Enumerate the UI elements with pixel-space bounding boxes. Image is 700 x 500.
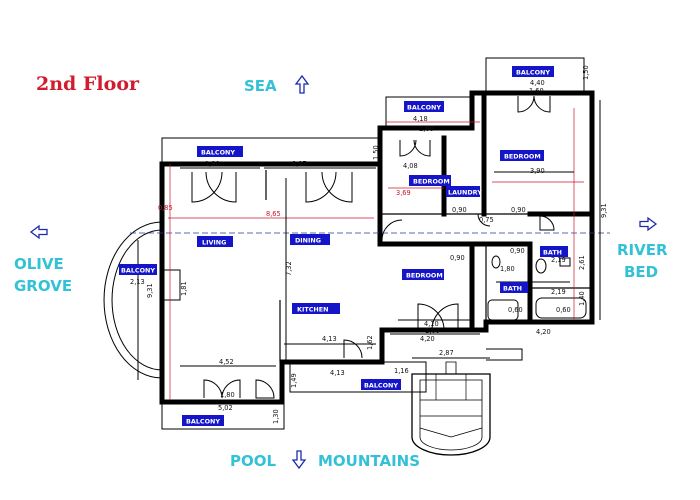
dim-label: 8,65 [266,210,281,218]
dim-label: 4,08 [403,162,418,170]
room-label-kitchen: KITCHEN [297,306,328,314]
bath-fixtures [487,255,587,321]
room-label-laundry: LAUNDRY [448,189,482,197]
dim-label: 2,19 [551,288,566,296]
room-label-balcony-top-right: BALCONY [516,69,550,77]
room-label-bedroom-mid: BEDROOM [406,272,443,280]
room-label-balcony-west: BALCONY [121,267,155,275]
dim-label: 1,50 [582,65,590,80]
dim-label: 4,40 [530,79,545,87]
room-label-balcony-mid: BALCONY [407,104,441,112]
dim-label: 7,32 [285,261,293,276]
dim-label: 4,20 [420,335,435,343]
floor-title: 2nd Floor [36,73,140,95]
dim-label: 4,13 [322,335,337,343]
dimension-lines-black [137,100,601,380]
dim-label: 0,85 [158,204,173,212]
dim-label: 2,13 [130,278,145,286]
dim-label: 1,30 [272,409,280,424]
north-label: SEA [244,77,277,95]
dim-label: 1,49 [290,373,298,388]
room-label-balcony-top-left: BALCONY [201,149,235,157]
dim-label: 5,02 [218,404,233,412]
thin-partitions [265,170,592,362]
dim-label: 1,62 [366,335,374,350]
dim-label: 3,69 [396,189,411,197]
dim-label: 0,90 [450,254,465,262]
west-arrow-icon [29,224,48,240]
west-label-line2: GROVE [14,277,72,295]
east-label-line1: RIVER [617,241,668,259]
dim-label: 1,60 [529,87,544,95]
dim-label: 2,19 [551,256,566,264]
dim-label: 1,60 [425,327,440,335]
dim-label: 1,80 [205,160,220,168]
dim-label: 3,90 [530,167,545,175]
room-label-bath-mid: BATH [503,285,522,293]
dim-label: 8,97 [292,160,307,168]
room-label-bath-right: BATH [543,249,562,257]
doors [164,95,555,399]
dim-label: 0,60 [556,306,571,314]
room-label-balcony-bottom-mid: BALCONY [364,382,398,390]
north-arrow-icon [294,74,310,94]
dim-label: 0,90 [511,206,526,214]
room-labels [119,66,568,426]
dim-label: 0,60 [508,306,523,314]
dim-label: 0,90 [452,206,467,214]
spiral-staircase [411,361,491,456]
dim-label: 4,20 [536,328,551,336]
dim-label: 9,31 [600,203,608,218]
dim-label: 1,81 [180,281,188,296]
dim-label: 1,50 [372,145,380,160]
dim-label: 4,13 [330,369,345,377]
room-label-bedroom-top: BEDROOM [413,178,450,186]
room-label-bedroom-right: BEDROOM [504,153,541,161]
east-arrow-icon [639,216,658,232]
dim-label: 2,87 [439,349,454,357]
dim-label: 0,90 [510,247,525,255]
dim-label: 1,80 [500,265,515,273]
dim-label: 2,61 [578,255,586,270]
dim-label: 1,80 [220,391,235,399]
dim-label: 1,16 [394,367,409,375]
dim-label: 0,75 [479,216,494,224]
south-left-label: POOL [230,452,276,470]
room-label-dining: DINING [295,237,321,245]
dimension-lines [168,108,584,400]
west-label-line1: OLIVE [14,255,64,273]
south-arrow-icon [291,450,307,470]
dim-label: 4,52 [219,358,234,366]
dim-label: 9,31 [146,283,154,298]
east-label-line2: BED [624,263,658,281]
dim-label: 1,40 [578,291,586,306]
south-right-label: MOUNTAINS [318,452,420,470]
dim-label: 1,60 [419,125,434,133]
room-label-living: LIVING [202,239,226,247]
dim-label: 4,10 [424,320,439,328]
dim-label: 4,18 [413,115,428,123]
room-label-balcony-bottom-left: BALCONY [186,418,220,426]
